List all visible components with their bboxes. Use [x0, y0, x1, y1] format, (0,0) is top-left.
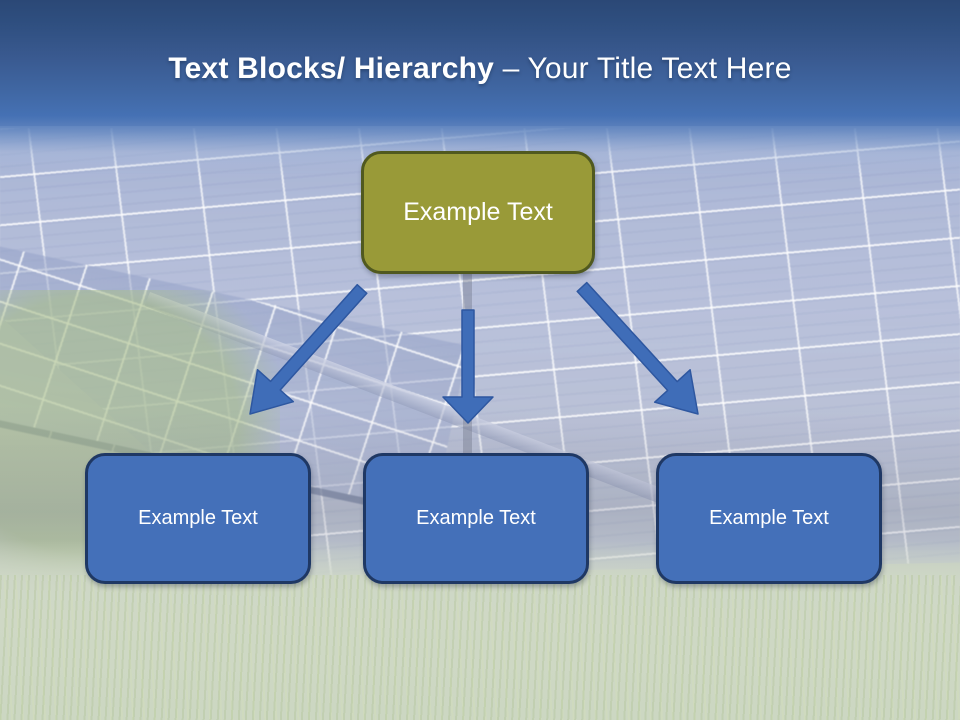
- child-box-3-label: Example Text: [709, 507, 829, 529]
- arrow-to-child-1[interactable]: [249, 283, 368, 415]
- arrow-to-child-2[interactable]: [442, 309, 494, 424]
- hierarchy-child-box-1[interactable]: Example Text: [85, 453, 311, 584]
- header-band: [0, 0, 960, 175]
- title-bold-part: Text Blocks/ Hierarchy: [168, 52, 495, 85]
- arrow-to-child-3[interactable]: [576, 281, 699, 415]
- grass-texture: [0, 575, 960, 720]
- child-box-1-label: Example Text: [138, 507, 258, 529]
- page-title[interactable]: Text Blocks/ Hierarchy – Your Title Text…: [0, 52, 960, 86]
- child-box-2-label: Example Text: [416, 507, 536, 529]
- hierarchy-child-box-3[interactable]: Example Text: [656, 453, 882, 584]
- root-box-label: Example Text: [403, 198, 553, 226]
- hierarchy-root-box[interactable]: Example Text: [361, 151, 595, 274]
- hierarchy-child-box-2[interactable]: Example Text: [363, 453, 589, 584]
- title-regular-part: – Your Title Text Here: [502, 52, 792, 85]
